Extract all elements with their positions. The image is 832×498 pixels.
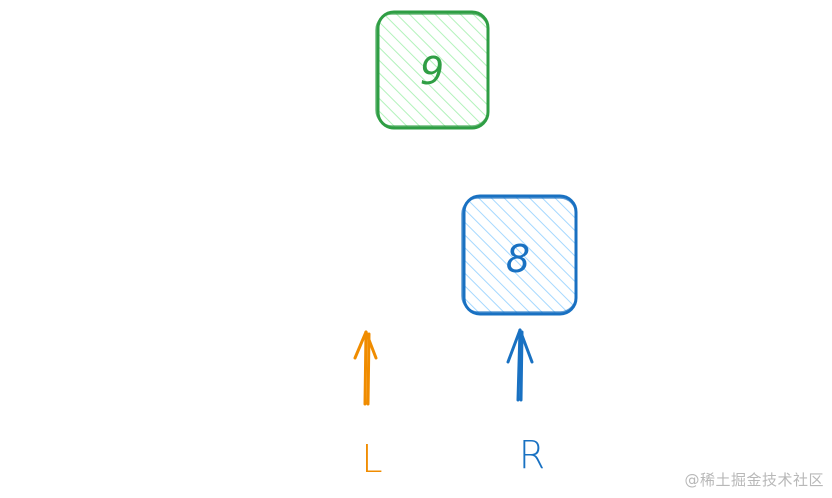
node-9: 9 <box>375 10 490 130</box>
right-pointer-arrow <box>506 328 534 402</box>
right-pointer-label: R <box>519 433 545 477</box>
node-8-label: 8 <box>506 237 530 281</box>
left-pointer-label: L <box>361 437 382 481</box>
node-9-label: 9 <box>420 49 444 93</box>
left-pointer-arrow <box>353 330 378 406</box>
node-8: 8 <box>461 194 578 316</box>
watermark-text: @稀土掘金技术社区 <box>684 471 824 489</box>
